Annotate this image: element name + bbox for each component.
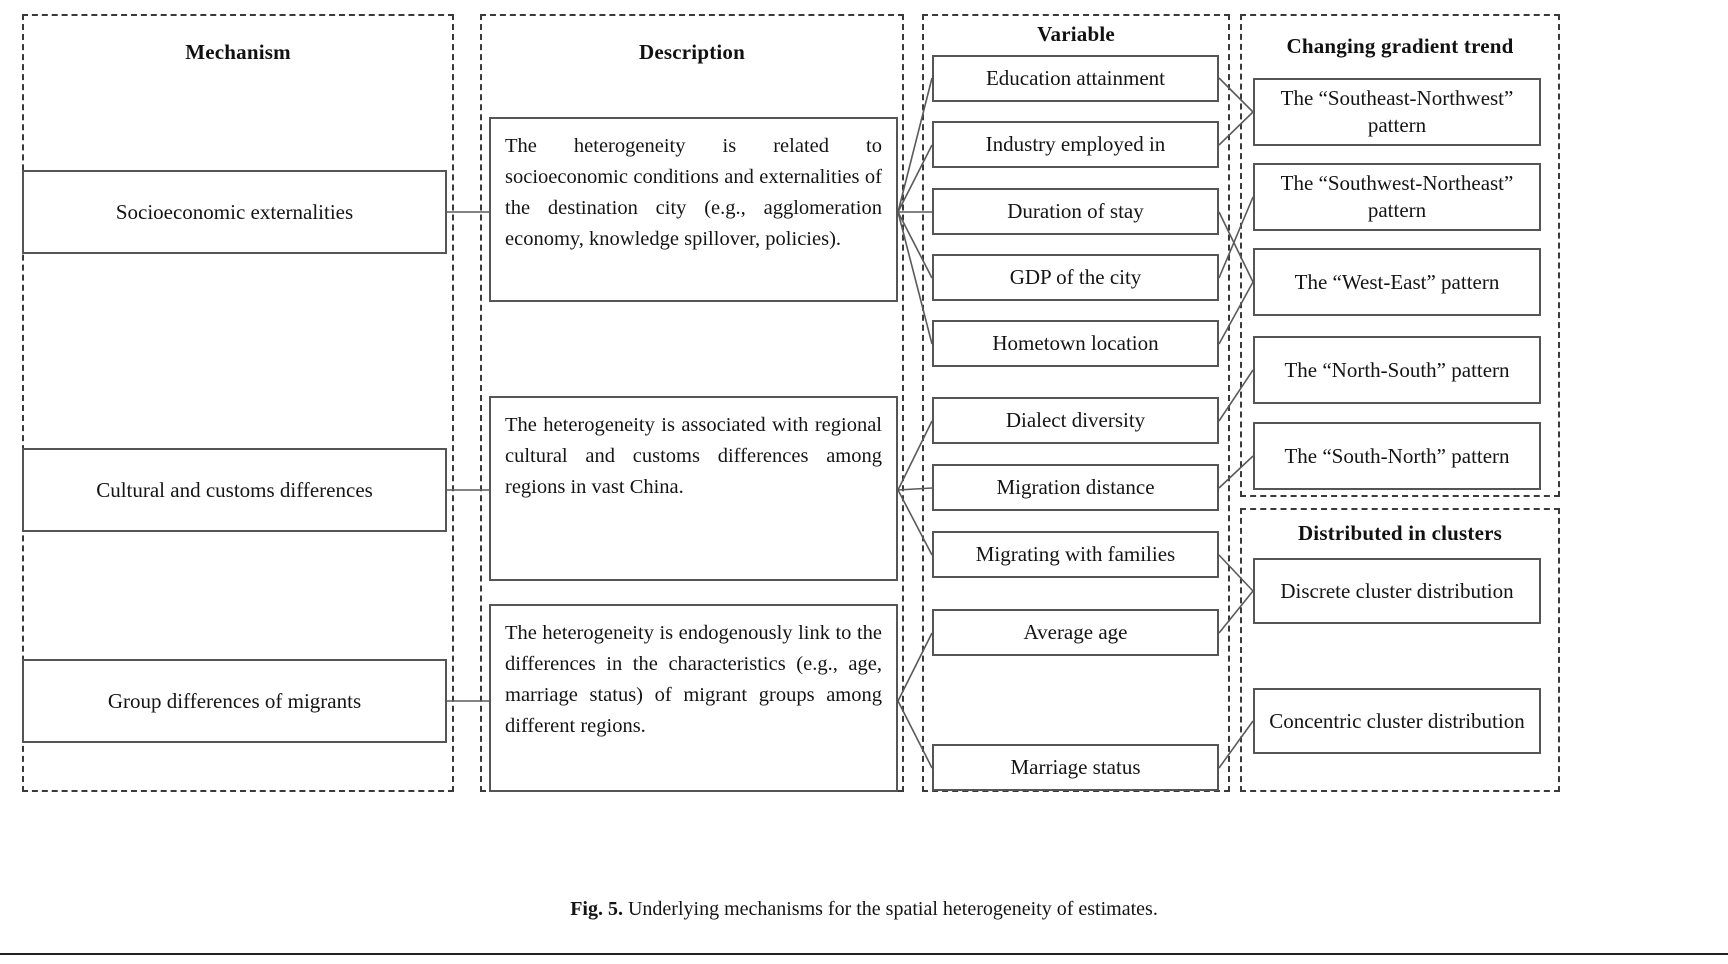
column-frame-clusters: [1240, 508, 1560, 792]
variable-box[interactable]: Dialect diversity: [932, 397, 1219, 444]
variable-box[interactable]: Education attainment: [932, 55, 1219, 102]
figure-caption: Fig. 5. Underlying mechanisms for the sp…: [0, 898, 1728, 921]
variable-box[interactable]: Marriage status: [932, 744, 1219, 791]
variable-box[interactable]: GDP of the city: [932, 254, 1219, 301]
column-header-description: Description: [638, 40, 746, 64]
gradient-trend-box[interactable]: The “North-South” pattern: [1253, 336, 1541, 404]
gradient-trend-box[interactable]: The “Southwest-Northeast” pattern: [1253, 163, 1541, 231]
figure-caption-text: Underlying mechanisms for the spatial he…: [627, 898, 1158, 920]
column-frame-mechanism: [22, 14, 454, 792]
column-header-mechanism: Mechanism: [185, 40, 291, 64]
gradient-trend-box[interactable]: The “Southeast-Northwest” pattern: [1253, 78, 1541, 146]
description-box[interactable]: The heterogeneity is associated with reg…: [489, 396, 898, 581]
mechanism-box[interactable]: Cultural and customs differences: [22, 448, 447, 532]
cluster-box[interactable]: Discrete cluster distribution: [1253, 558, 1541, 624]
column-header-variable: Variable: [1037, 22, 1115, 46]
variable-box[interactable]: Industry employed in: [932, 121, 1219, 168]
variable-box[interactable]: Hometown location: [932, 320, 1219, 367]
cluster-box[interactable]: Concentric cluster distribution: [1253, 688, 1541, 754]
mechanism-box[interactable]: Group differences of migrants: [22, 659, 447, 743]
gradient-trend-box[interactable]: The “South-North” pattern: [1253, 422, 1541, 490]
description-box[interactable]: The heterogeneity is endogenously link t…: [489, 604, 898, 792]
variable-box[interactable]: Migration distance: [932, 464, 1219, 511]
variable-box[interactable]: Migrating with families: [932, 531, 1219, 578]
variable-box[interactable]: Duration of stay: [932, 188, 1219, 235]
variable-box[interactable]: Average age: [932, 609, 1219, 656]
column-header-gradient: Changing gradient trend: [1286, 34, 1514, 58]
figure-caption-label: Fig. 5.: [570, 898, 623, 920]
mechanism-box[interactable]: Socioeconomic externalities: [22, 170, 447, 254]
description-box[interactable]: The heterogeneity is related to socioeco…: [489, 117, 898, 302]
gradient-trend-box[interactable]: The “West-East” pattern: [1253, 248, 1541, 316]
column-header-clusters: Distributed in clusters: [1297, 521, 1503, 545]
page-footer-rule: [0, 953, 1728, 955]
